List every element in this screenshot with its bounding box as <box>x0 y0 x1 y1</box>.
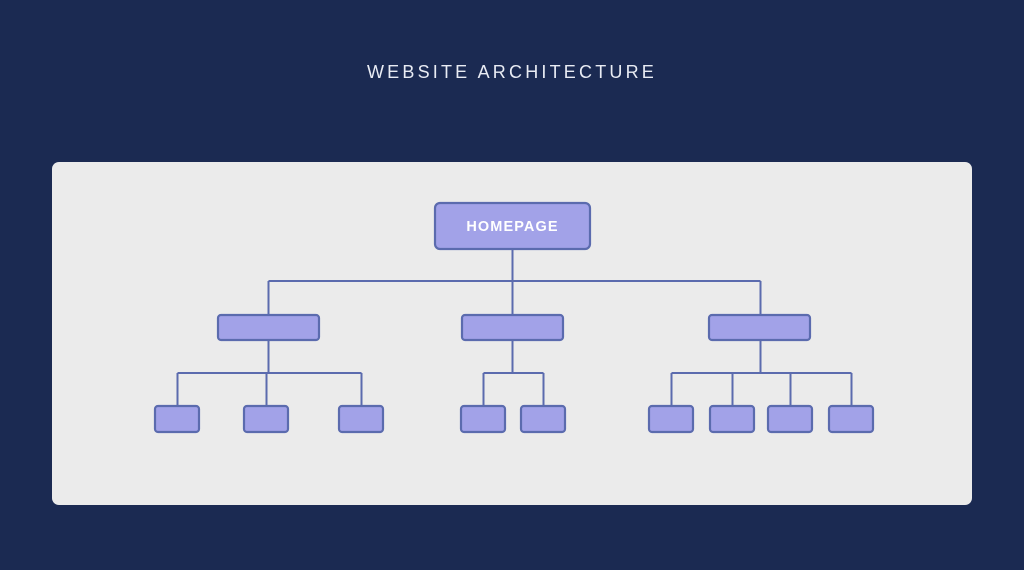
node-page-3-3[interactable] <box>766 404 814 434</box>
node-page-1-1[interactable] <box>153 404 201 434</box>
level3-node-6-box[interactable] <box>647 404 695 434</box>
connector-lines <box>176 249 853 406</box>
level3-node-2-box[interactable] <box>242 404 290 434</box>
node-page-3-1[interactable] <box>647 404 695 434</box>
node-page-1-2[interactable] <box>242 404 290 434</box>
level2-node-1-box[interactable] <box>216 313 321 342</box>
root-node-label: HOMEPAGE <box>466 219 558 235</box>
level3-node-5-box[interactable] <box>519 404 567 434</box>
node-page-2-2[interactable] <box>519 404 567 434</box>
level3-node-8-box[interactable] <box>766 404 814 434</box>
page-title: WEBSITE ARCHITECTURE <box>366 62 658 82</box>
node-homepage[interactable]: HOMEPAGE <box>433 201 592 251</box>
node-page-3-2[interactable] <box>708 404 756 434</box>
diagram-card: HOMEPAGE <box>52 162 972 505</box>
website-architecture-tree: HOMEPAGE <box>153 201 875 434</box>
tree-nodes: HOMEPAGE <box>153 201 875 434</box>
level3-node-4-box[interactable] <box>459 404 507 434</box>
node-page-2-1[interactable] <box>459 404 507 434</box>
root-node-box[interactable] <box>433 201 592 251</box>
node-page-3-4[interactable] <box>827 404 875 434</box>
node-page-1-3[interactable] <box>337 404 385 434</box>
level3-node-7-box[interactable] <box>708 404 756 434</box>
level3-node-1-box[interactable] <box>153 404 201 434</box>
node-section-2[interactable] <box>460 313 565 342</box>
level2-node-3-box[interactable] <box>707 313 812 342</box>
node-section-1[interactable] <box>216 313 321 342</box>
level3-node-9-box[interactable] <box>827 404 875 434</box>
level3-node-3-box[interactable] <box>337 404 385 434</box>
node-section-3[interactable] <box>707 313 812 342</box>
level2-node-2-box[interactable] <box>460 313 565 342</box>
